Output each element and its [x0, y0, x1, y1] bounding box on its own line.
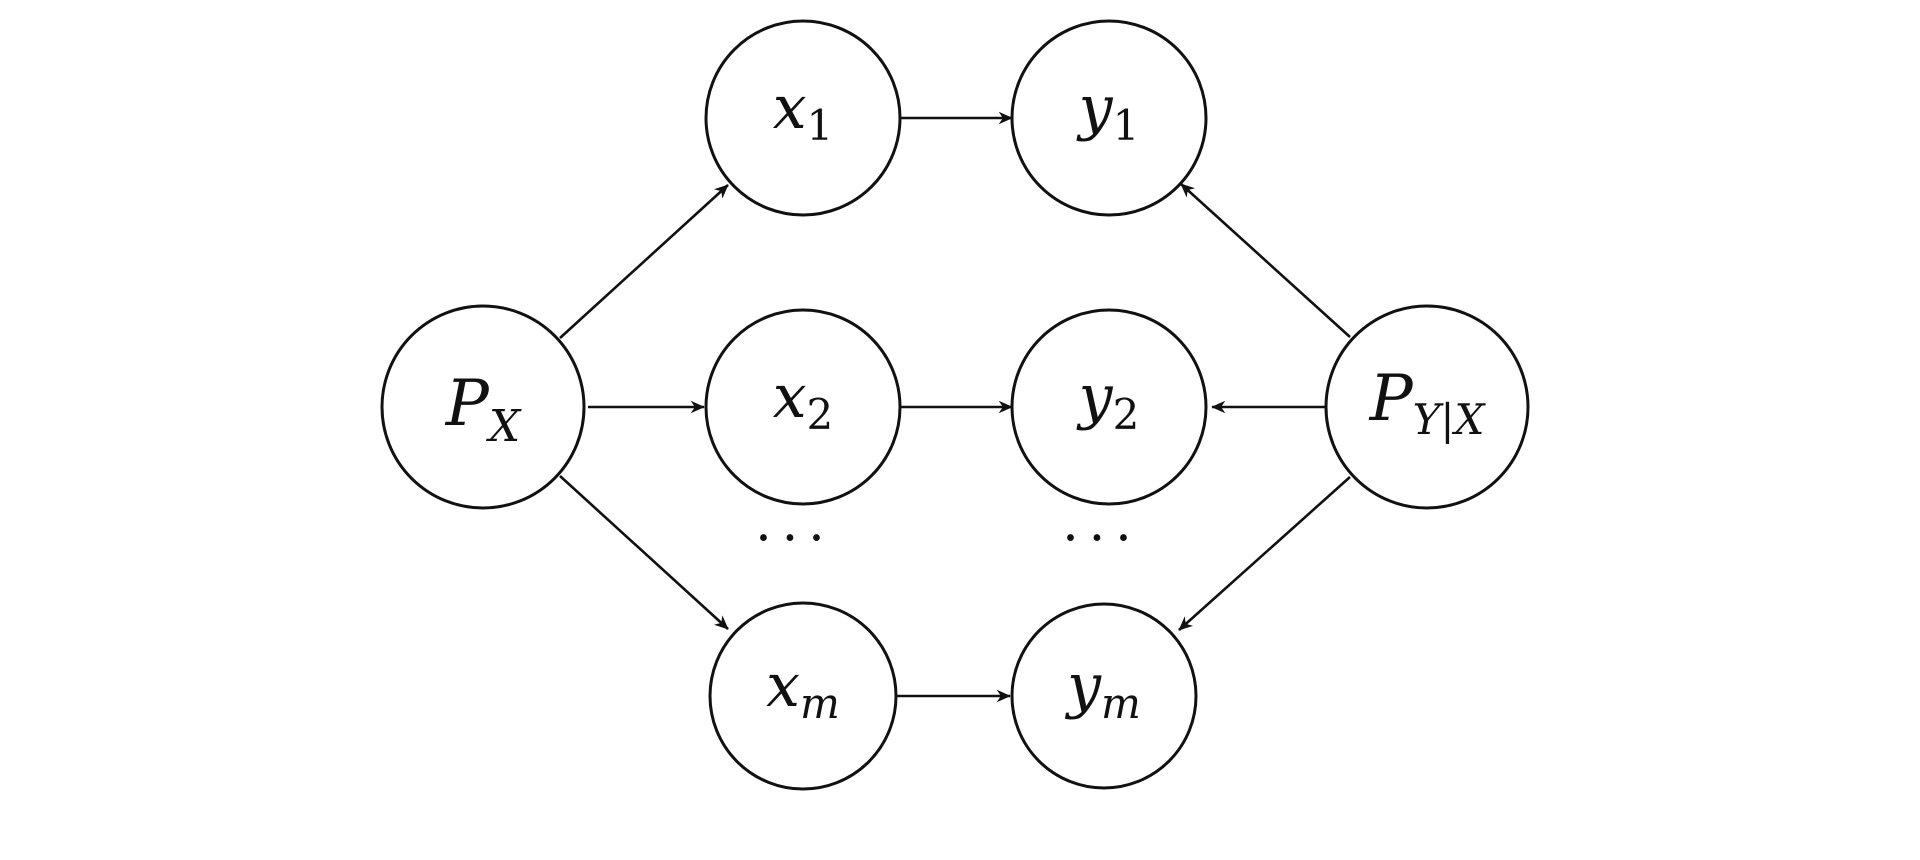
- node-x1: x1: [704, 19, 902, 217]
- edge-px-to-xm: [559, 475, 729, 630]
- svg-text:x1: x1: [773, 73, 834, 150]
- node-pyx: PY|X: [1324, 304, 1530, 510]
- node-x1-main-label: x: [773, 73, 807, 143]
- node-y1: y1: [1010, 19, 1208, 217]
- node-x2-sub-label: 2: [807, 390, 834, 439]
- node-pyx-sub-label: Y|X: [1413, 395, 1487, 444]
- edge-px-to-x1: [559, 184, 729, 339]
- node-xm: xm: [708, 601, 898, 791]
- svg-text:PY|X: PY|X: [1369, 362, 1487, 444]
- y-ellipsis: ···: [1062, 509, 1142, 569]
- edge-pyx-to-y1: [1180, 183, 1351, 338]
- node-xm-main-label: x: [766, 651, 800, 721]
- node-px-main-label: P: [445, 367, 490, 441]
- node-ym: ym: [1010, 602, 1198, 790]
- edges-group: [559, 111, 1351, 703]
- x-ellipsis: ···: [755, 509, 835, 569]
- node-y1-sub-label: 1: [1113, 101, 1140, 150]
- node-ym-sub-label: m: [1101, 679, 1141, 728]
- node-x2-main-label: x: [773, 362, 807, 432]
- edge-pyx-to-ym: [1178, 476, 1351, 631]
- node-y2-main-label: y: [1076, 362, 1114, 432]
- node-px-sub-label: X: [486, 401, 522, 452]
- node-px: PX: [380, 304, 586, 510]
- svg-text:ym: ym: [1064, 651, 1141, 728]
- node-x2: x2: [704, 308, 902, 506]
- svg-text:y2: y2: [1076, 362, 1140, 439]
- svg-text:x2: x2: [773, 362, 834, 439]
- node-y1-main-label: y: [1076, 73, 1114, 143]
- svg-text:xm: xm: [766, 651, 840, 728]
- node-y2: y2: [1010, 308, 1208, 506]
- svg-text:y1: y1: [1076, 73, 1140, 150]
- svg-text:PX: PX: [445, 367, 522, 452]
- node-y2-sub-label: 2: [1113, 390, 1140, 439]
- node-x1-sub-label: 1: [807, 101, 834, 150]
- node-pyx-main-label: P: [1369, 362, 1414, 436]
- node-xm-sub-label: m: [800, 679, 840, 728]
- node-ym-main-label: y: [1064, 651, 1102, 721]
